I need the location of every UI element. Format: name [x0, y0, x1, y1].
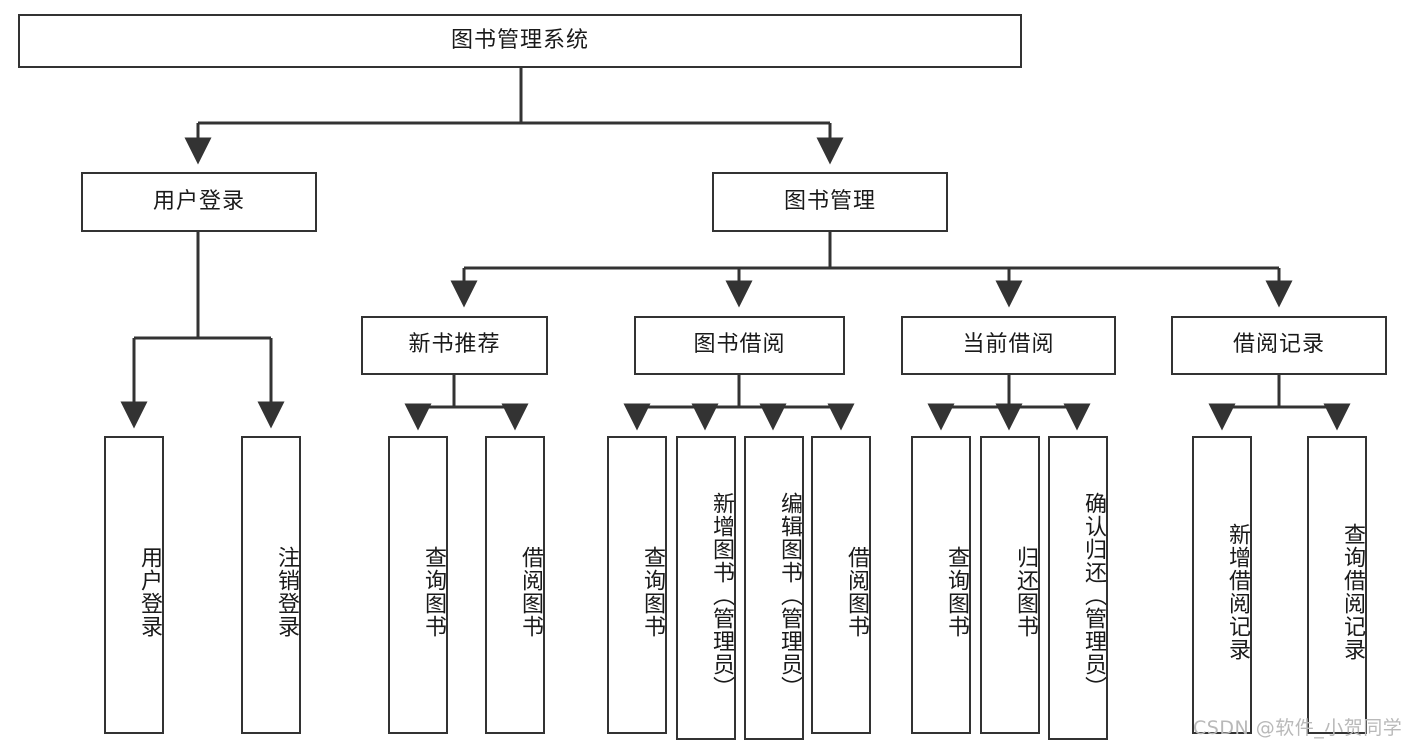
node-leaf-user-login-label: 用户登录 [137, 546, 162, 638]
node-book-management-label: 图书管理 [783, 188, 876, 214]
node-leaf-return-book[interactable]: 归还图书 [980, 436, 1040, 734]
node-root-label: 图书管理系统 [450, 27, 589, 53]
node-new-book-recommend[interactable]: 新书推荐 [361, 316, 548, 375]
node-borrow-record-label: 借阅记录 [1232, 332, 1325, 358]
node-leaf-logout-login[interactable]: 注销登录 [241, 436, 301, 734]
node-root[interactable]: 图书管理系统 [18, 14, 1022, 68]
node-leaf-query-record[interactable]: 查询借阅记录 [1307, 436, 1367, 734]
node-leaf-query-book-3[interactable]: 查询图书 [911, 436, 971, 734]
node-leaf-add-record[interactable]: 新增借阅记录 [1192, 436, 1252, 734]
node-leaf-query-record-label: 查询借阅记录 [1340, 523, 1365, 661]
node-leaf-edit-book-label: 编辑图书（管理员） [777, 491, 802, 699]
node-current-borrow-label: 当前借阅 [962, 332, 1055, 358]
node-leaf-add-record-label: 新增借阅记录 [1225, 523, 1250, 661]
node-leaf-confirm-return-label: 确认归还（管理员） [1081, 491, 1106, 699]
node-leaf-query-book-2[interactable]: 查询图书 [607, 436, 667, 734]
node-leaf-query-book-1-label: 查询图书 [421, 546, 446, 638]
node-leaf-edit-book[interactable]: 编辑图书（管理员） [744, 436, 804, 740]
node-book-borrow-label: 图书借阅 [693, 332, 786, 358]
node-leaf-logout-login-label: 注销登录 [274, 546, 299, 638]
node-leaf-confirm-return[interactable]: 确认归还（管理员） [1048, 436, 1108, 740]
node-leaf-return-book-label: 归还图书 [1013, 546, 1038, 638]
node-leaf-add-book-label: 新增图书（管理员） [709, 491, 734, 699]
node-leaf-add-book[interactable]: 新增图书（管理员） [676, 436, 736, 740]
node-user-login[interactable]: 用户登录 [81, 172, 317, 232]
node-leaf-user-login[interactable]: 用户登录 [104, 436, 164, 734]
node-current-borrow[interactable]: 当前借阅 [901, 316, 1116, 375]
node-book-management[interactable]: 图书管理 [712, 172, 948, 232]
node-leaf-query-book-3-label: 查询图书 [944, 546, 969, 638]
node-leaf-borrow-book-1-label: 借阅图书 [518, 546, 543, 638]
node-leaf-borrow-book-2[interactable]: 借阅图书 [811, 436, 871, 734]
node-book-borrow[interactable]: 图书借阅 [634, 316, 845, 375]
node-leaf-borrow-book-2-label: 借阅图书 [844, 546, 869, 638]
node-leaf-borrow-book-1[interactable]: 借阅图书 [485, 436, 545, 734]
csdn-watermark: CSDN @软件_小贺同学 [1193, 717, 1403, 739]
node-leaf-query-book-2-label: 查询图书 [640, 546, 665, 638]
node-leaf-query-book-1[interactable]: 查询图书 [388, 436, 448, 734]
node-user-login-label: 用户登录 [152, 188, 245, 214]
node-borrow-record[interactable]: 借阅记录 [1171, 316, 1387, 375]
node-new-book-recommend-label: 新书推荐 [408, 332, 501, 358]
